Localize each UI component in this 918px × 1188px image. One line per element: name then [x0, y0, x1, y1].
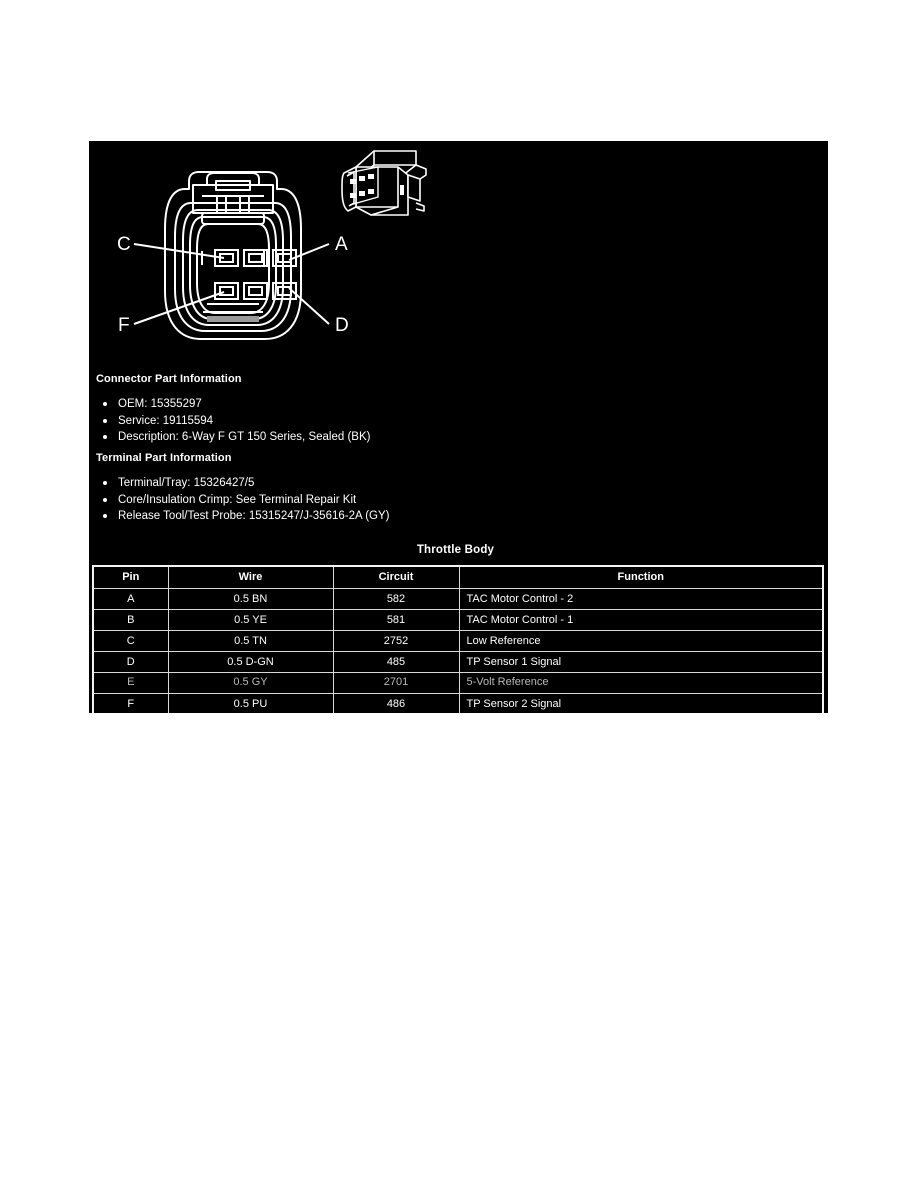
callout-label-f: F [118, 315, 130, 336]
connector-isometric-svg [341, 150, 427, 216]
pin-assignment-table: Pin Wire Circuit Function A 0.5 BN 582 T… [92, 565, 824, 713]
bullet-icon [103, 418, 107, 423]
cell-circuit: 486 [332, 693, 460, 713]
cell-function: TAC Motor Control - 2 [458, 588, 824, 610]
list-item-text: OEM: 15355297 [118, 398, 202, 410]
column-header-function: Function [458, 565, 824, 589]
terminal-part-information-list: Terminal/Tray: 15326427/5 Core/Insulatio… [96, 475, 390, 525]
cell-pin: D [92, 651, 169, 673]
cell-circuit: 2701 [332, 672, 460, 694]
cell-function: 5-Volt Reference [458, 672, 824, 694]
cell-circuit: 581 [332, 609, 460, 631]
column-header-wire: Wire [167, 565, 334, 589]
list-item: Release Tool/Test Probe: 15315247/J-3561… [96, 508, 390, 525]
table-header-row: Pin Wire Circuit Function [92, 565, 824, 589]
cell-pin: F [92, 693, 169, 713]
terminal-part-information-heading: Terminal Part Information [96, 452, 232, 464]
connector-part-information-list: OEM: 15355297 Service: 19115594 Descript… [96, 396, 370, 446]
cell-function: TAC Motor Control - 1 [458, 609, 824, 631]
cell-circuit: 485 [332, 651, 460, 673]
connector-end-view-diagram: C A F D [89, 141, 449, 366]
cell-pin: B [92, 609, 169, 631]
table-row: C 0.5 TN 2752 Low Reference [92, 630, 824, 652]
list-item: Core/Insulation Crimp: See Terminal Repa… [96, 492, 390, 509]
connector-info-panel: C A F D [89, 141, 828, 713]
cell-function: TP Sensor 2 Signal [458, 693, 824, 713]
bullet-icon [103, 514, 107, 518]
cell-wire: 0.5 GY [167, 672, 334, 694]
table-row: E 0.5 GY 2701 5-Volt Reference [92, 672, 824, 694]
cell-circuit: 2752 [332, 630, 460, 652]
cell-wire: 0.5 YE [167, 609, 334, 631]
table-row: F 0.5 PU 486 TP Sensor 2 Signal [92, 693, 824, 713]
connector-part-information-heading: Connector Part Information [96, 373, 242, 385]
list-item-text: Service: 19115594 [118, 414, 214, 427]
connector-isometric-thumbnail [330, 145, 430, 225]
list-item-text: Release Tool/Test Probe: 15315247/J-3561… [118, 510, 390, 522]
connector-diagram-svg: C A F D [117, 171, 349, 340]
list-item: OEM: 15355297 [96, 396, 370, 413]
list-item-text: Description: 6-Way F GT 150 Series, Seal… [118, 431, 371, 443]
list-item-text: Terminal/Tray: 15326427/5 [118, 477, 255, 489]
table-row: A 0.5 BN 582 TAC Motor Control - 2 [92, 588, 824, 610]
bullet-icon [103, 481, 107, 485]
list-item-text: Core/Insulation Crimp: See Terminal Repa… [118, 493, 357, 506]
list-item: Description: 6-Way F GT 150 Series, Seal… [96, 429, 370, 446]
list-item: Service: 19115594 [96, 413, 370, 430]
callout-label-a: A [335, 234, 348, 255]
bullet-icon [103, 402, 107, 406]
cell-function: Low Reference [458, 630, 824, 652]
callout-label-d: D [335, 315, 349, 336]
column-header-circuit: Circuit [332, 565, 460, 589]
cell-circuit: 582 [332, 588, 460, 610]
cell-pin: E [92, 672, 169, 694]
cell-wire: 0.5 PU [167, 693, 334, 713]
cell-wire: 0.5 BN [167, 588, 334, 610]
column-header-pin: Pin [92, 565, 169, 589]
bullet-icon [103, 497, 107, 502]
cell-pin: C [92, 630, 169, 652]
cell-function: TP Sensor 1 Signal [458, 651, 824, 673]
list-item: Terminal/Tray: 15326427/5 [96, 475, 390, 492]
cell-wire: 0.5 D-GN [167, 651, 334, 673]
callout-label-c: C [117, 234, 131, 255]
bullet-icon [103, 435, 107, 439]
table-row: D 0.5 D-GN 485 TP Sensor 1 Signal [92, 651, 824, 673]
cell-wire: 0.5 TN [167, 630, 334, 652]
cell-pin: A [92, 588, 169, 610]
pin-table-title: Throttle Body [416, 544, 495, 556]
table-row: B 0.5 YE 581 TAC Motor Control - 1 [92, 609, 824, 631]
